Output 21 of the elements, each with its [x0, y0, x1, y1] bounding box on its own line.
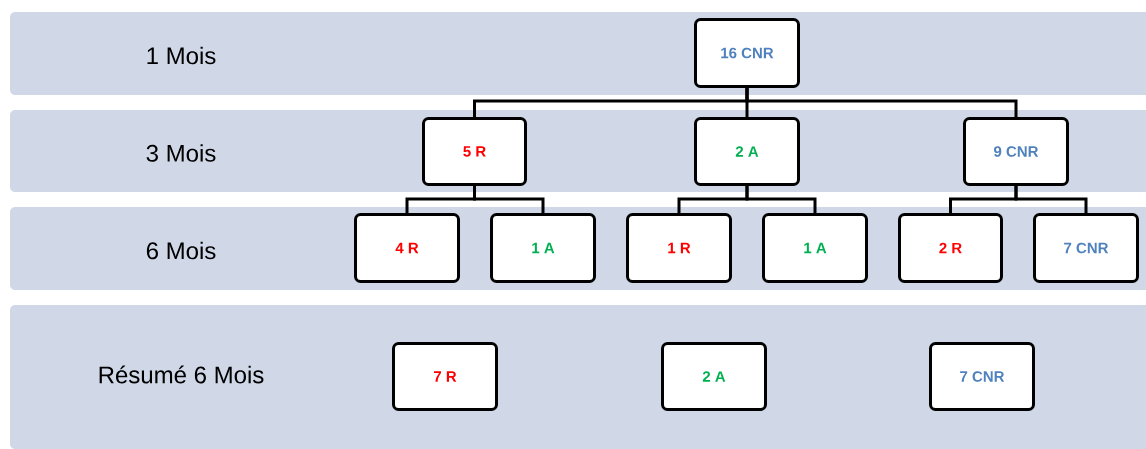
tree-connector [745, 88, 1018, 117]
count-box: 7 R [392, 342, 498, 411]
tree-connector [473, 186, 545, 213]
count-box: 9 CNR [963, 117, 1069, 186]
count-box: 1 A [762, 213, 868, 283]
count-box: 7 CNR [929, 342, 1035, 411]
count-box: 5 R [422, 117, 527, 186]
row-label: Résumé 6 Mois [99, 365, 264, 384]
count-box: 7 CNR [1033, 213, 1139, 283]
count-box: 2 A [661, 342, 767, 411]
row-label: 1 Mois [147, 46, 216, 65]
count-box: 1 R [626, 213, 732, 283]
tree-connector [745, 186, 817, 213]
row-label: 3 Mois [146, 144, 216, 162]
count-box: 16 CNR [694, 18, 800, 88]
tree-connector [1014, 186, 1088, 213]
count-box: 2 R [898, 213, 1003, 283]
count-box: 2 A [694, 117, 800, 186]
row-label: 6 Mois [146, 241, 216, 260]
count-box: 4 R [354, 213, 460, 283]
count-box: 1 A [490, 213, 596, 283]
